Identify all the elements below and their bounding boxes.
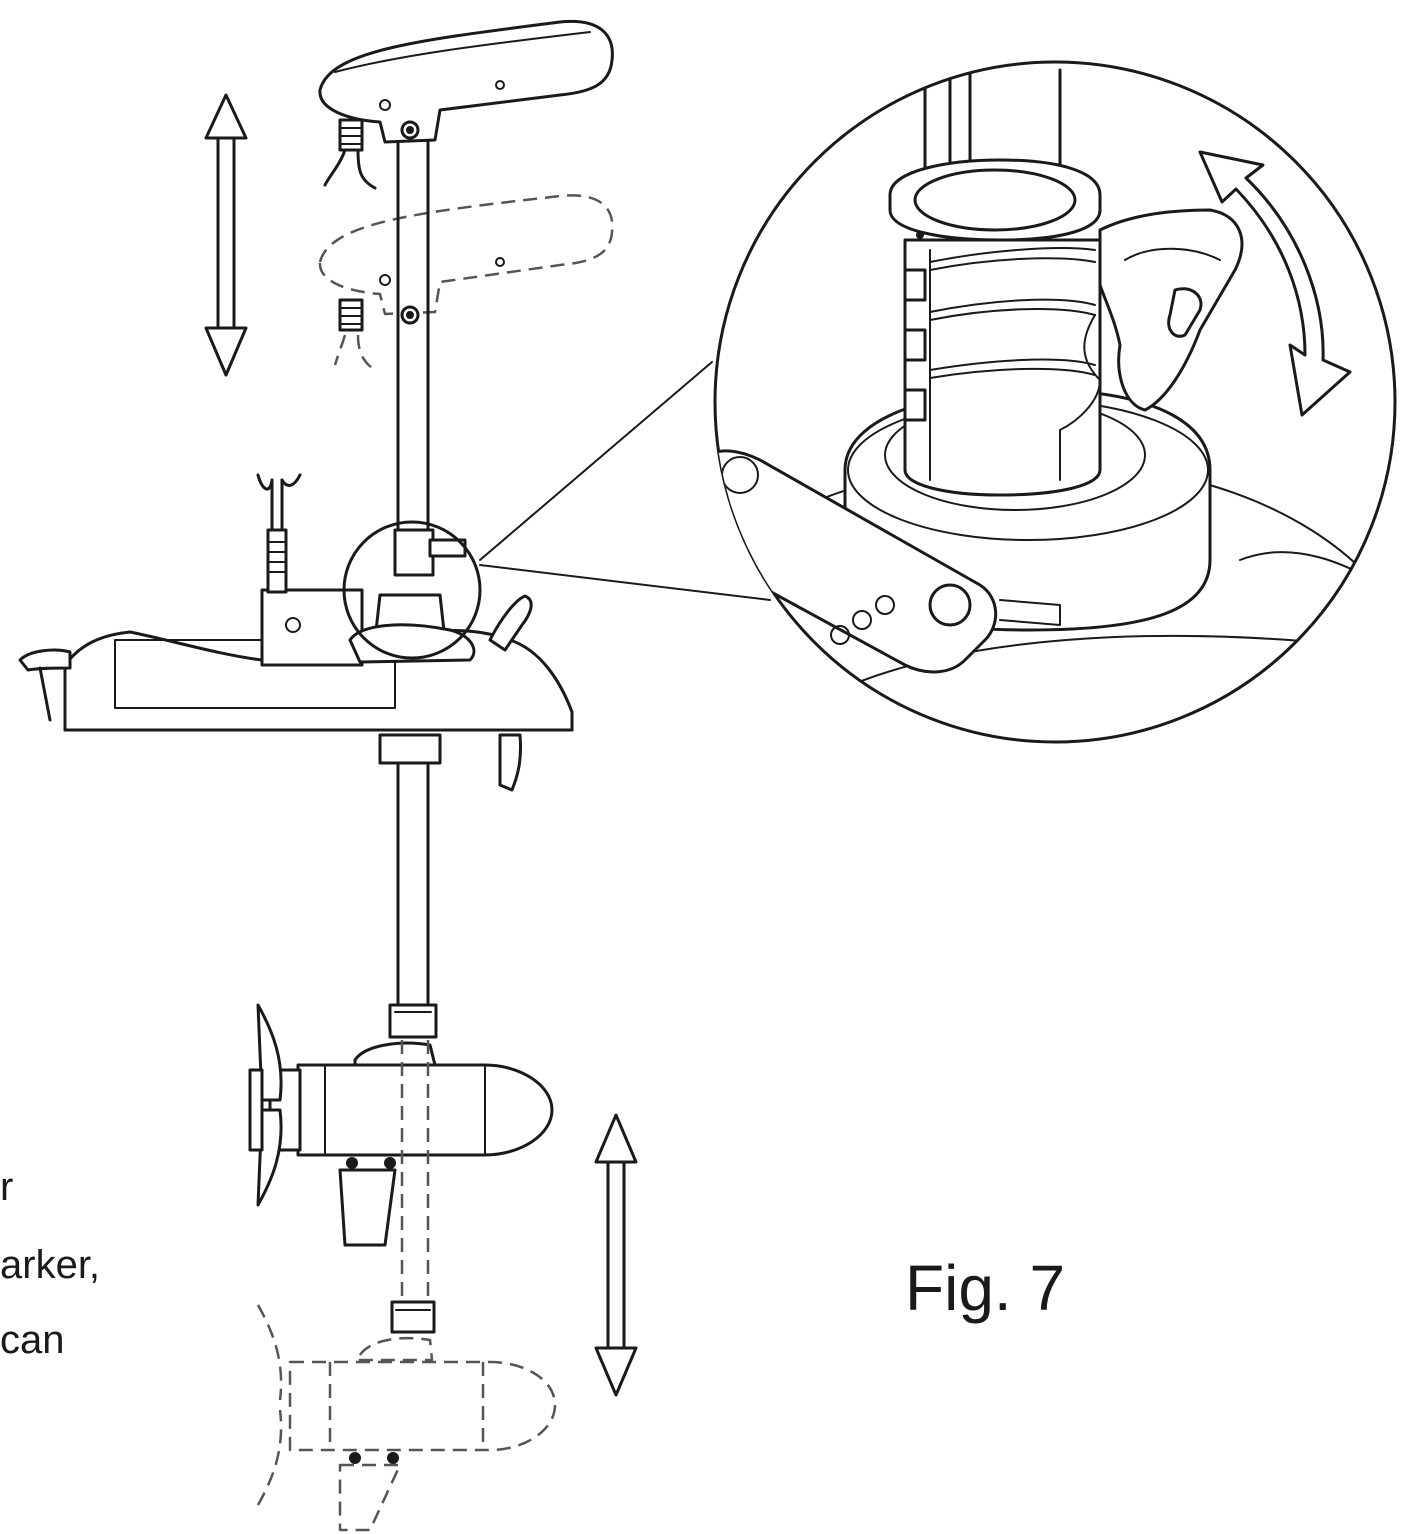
tiller-handle-lower-dashed — [318, 194, 614, 369]
handle-height-arrow — [204, 93, 248, 377]
tiller-handle-upper — [318, 19, 614, 190]
side-text-line-2: arker, — [0, 1243, 100, 1287]
side-text-line-3: can — [0, 1318, 65, 1362]
shaft-upper — [396, 140, 430, 532]
side-text-block: r arker, can — [0, 1165, 100, 1362]
motor-upper — [248, 1003, 554, 1247]
callout-lines — [479, 361, 771, 601]
detail-magnified-view — [713, 60, 1397, 744]
motor-depth-arrow — [594, 1113, 638, 1397]
motor-mount-body — [18, 473, 574, 792]
side-text-line-1: r — [0, 1165, 13, 1209]
shaft-lower — [388, 761, 438, 1039]
figure-caption: Fig. 7 — [905, 1252, 1065, 1324]
motor-lower-dashed — [256, 1304, 557, 1532]
shaft-extension-dashed — [390, 1040, 436, 1334]
